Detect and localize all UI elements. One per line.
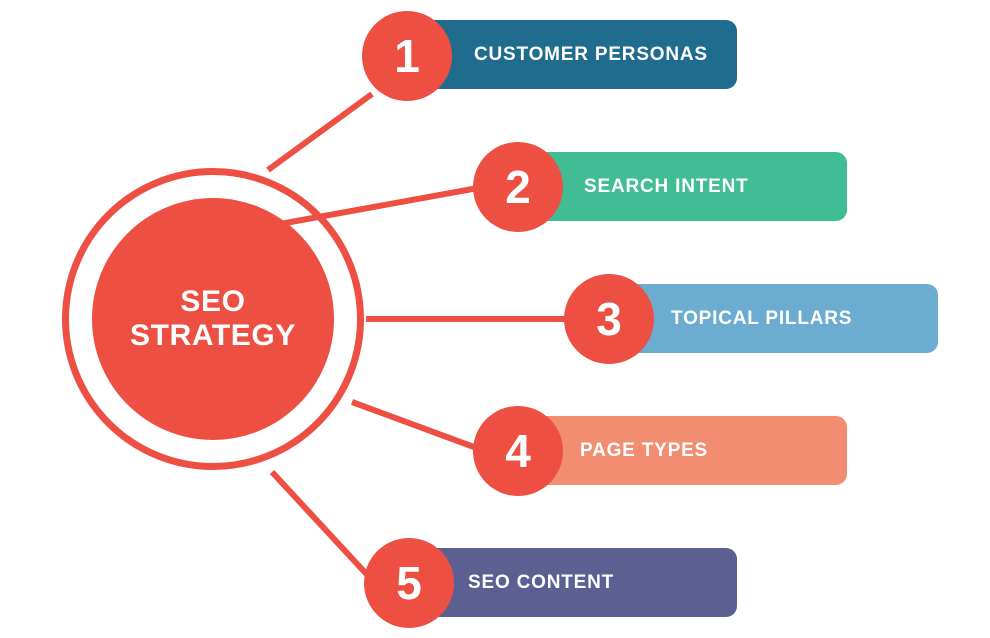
step-bar-4[interactable]: PAGE TYPES bbox=[522, 416, 847, 485]
step-label-3: TOPICAL PILLARS bbox=[671, 307, 853, 329]
step-label-2: SEARCH INTENT bbox=[584, 175, 749, 197]
step-badge-4[interactable]: 4 bbox=[473, 406, 563, 496]
hub-core-circle: SEO STRATEGY bbox=[92, 198, 334, 440]
hub-to-step-5 bbox=[269, 469, 375, 583]
step-label-4: PAGE TYPES bbox=[580, 439, 709, 461]
step-label-5: SEO CONTENT bbox=[468, 571, 615, 593]
hub-outer-ring bbox=[62, 168, 364, 470]
step-number-5: 5 bbox=[396, 557, 422, 609]
step-bar-3[interactable]: TOPICAL PILLARS bbox=[613, 284, 938, 353]
hub-to-step-4 bbox=[350, 399, 484, 453]
hub-to-step-1 bbox=[266, 91, 374, 173]
step-badge-3[interactable]: 3 bbox=[564, 274, 654, 364]
step-label-1: CUSTOMER PERSONAS bbox=[474, 43, 708, 65]
step-badge-1[interactable]: 1 bbox=[362, 11, 452, 101]
step-number-3: 3 bbox=[596, 293, 622, 345]
step-bar-2[interactable]: SEARCH INTENT bbox=[522, 152, 847, 221]
step-number-4: 4 bbox=[505, 425, 531, 477]
step-number-2: 2 bbox=[505, 161, 531, 213]
step-bar-1[interactable]: CUSTOMER PERSONAS bbox=[412, 20, 737, 89]
step-badge-2[interactable]: 2 bbox=[473, 142, 563, 232]
step-number-1: 1 bbox=[394, 30, 420, 82]
step-badge-5[interactable]: 5 bbox=[364, 538, 454, 628]
step-bar-5[interactable]: SEO CONTENT bbox=[412, 548, 737, 617]
central-hub[interactable]: SEO STRATEGY bbox=[62, 168, 364, 470]
hub-label: SEO STRATEGY bbox=[130, 285, 296, 352]
